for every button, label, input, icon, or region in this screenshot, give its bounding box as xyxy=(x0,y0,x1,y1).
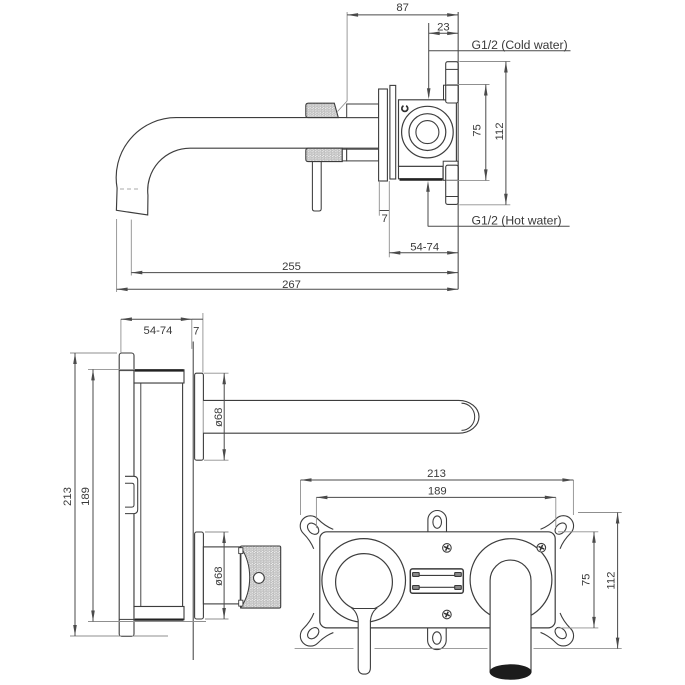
svg-text:54-74: 54-74 xyxy=(144,325,173,337)
svg-text:189: 189 xyxy=(80,487,92,506)
svg-text:213: 213 xyxy=(62,487,74,506)
svg-text:G1/2 (Cold water): G1/2 (Cold water) xyxy=(472,38,568,52)
svg-text:23: 23 xyxy=(437,21,450,33)
svg-text:ø68: ø68 xyxy=(213,566,225,585)
svg-text:189: 189 xyxy=(428,486,447,498)
svg-text:112: 112 xyxy=(605,572,617,590)
svg-text:255: 255 xyxy=(282,261,301,273)
svg-text:75: 75 xyxy=(581,574,593,587)
svg-text:75: 75 xyxy=(472,124,484,137)
svg-text:54-74: 54-74 xyxy=(410,242,439,254)
svg-text:7: 7 xyxy=(381,213,387,225)
svg-text:G1/2 (Hot water): G1/2 (Hot water) xyxy=(472,214,562,228)
svg-text:213: 213 xyxy=(427,468,446,480)
svg-text:112: 112 xyxy=(494,122,506,140)
svg-text:267: 267 xyxy=(282,279,301,291)
svg-text:7: 7 xyxy=(193,325,199,337)
svg-text:87: 87 xyxy=(396,2,409,14)
svg-text:ø68: ø68 xyxy=(213,408,225,427)
